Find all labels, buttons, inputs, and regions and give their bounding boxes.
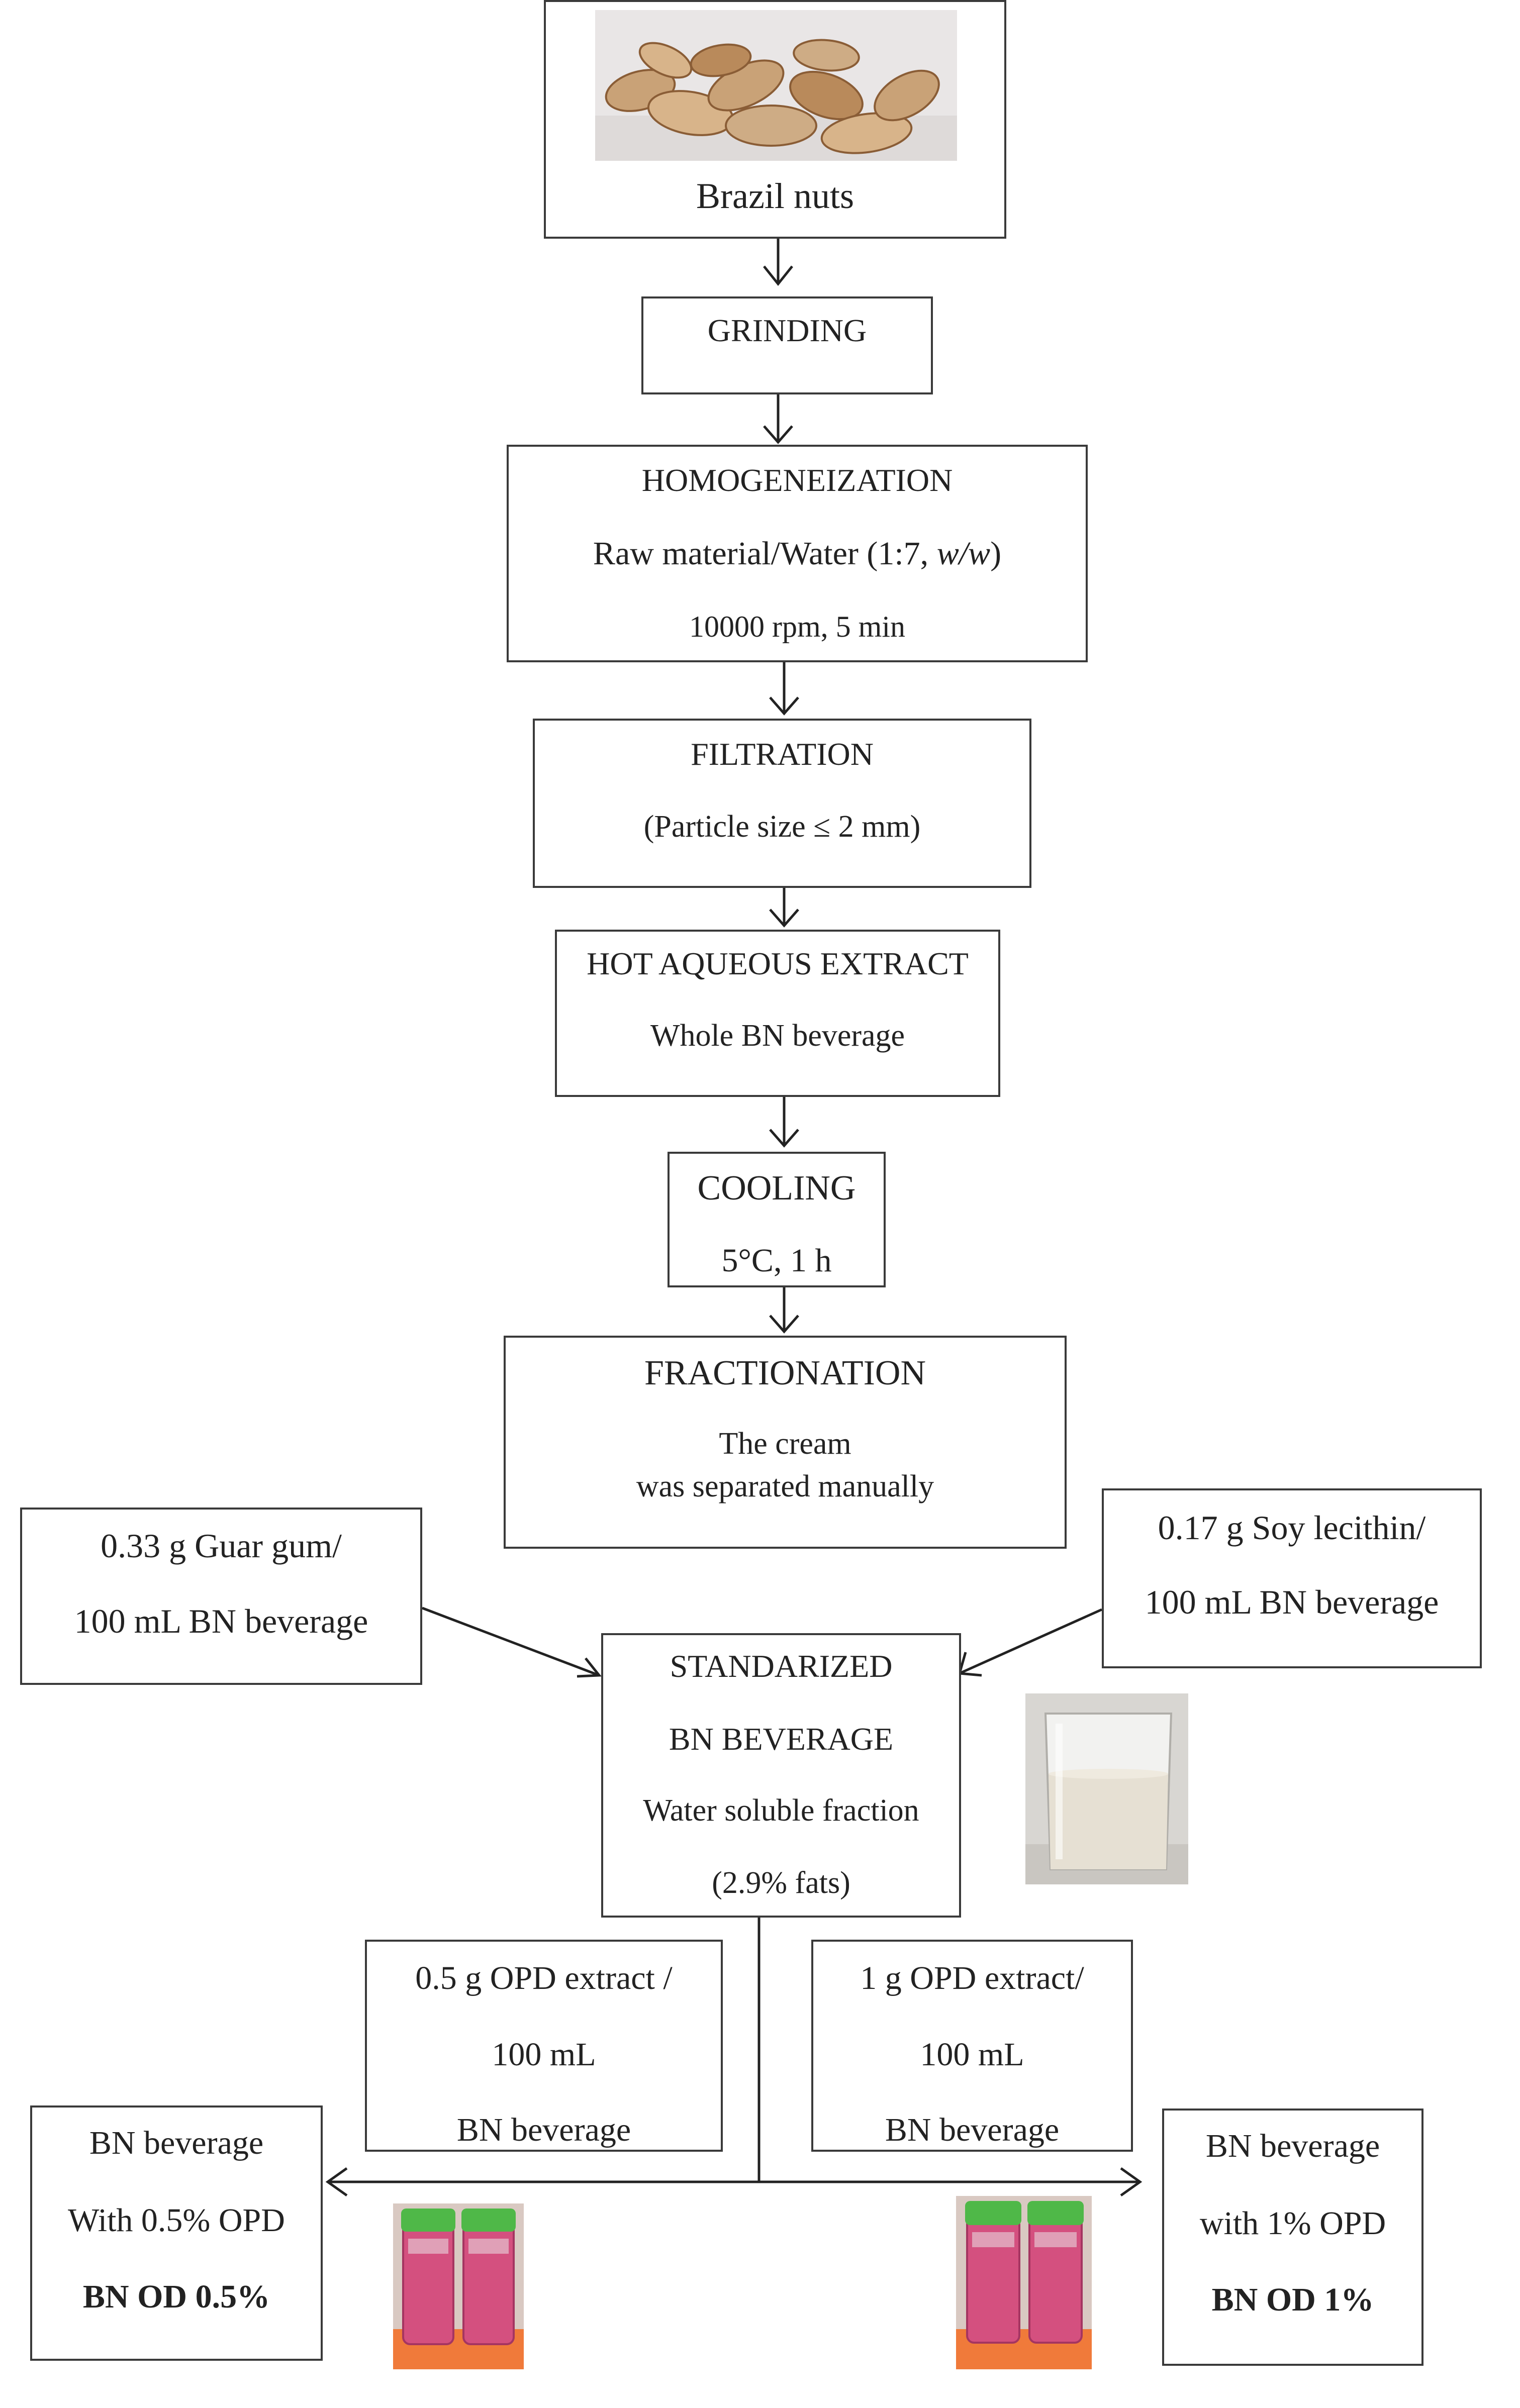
fractionation-title: FRACTIONATION: [644, 1354, 926, 1392]
result-one-line3: BN OD 1%: [1211, 2281, 1374, 2318]
sample-tubes-photo-half: [393, 2203, 524, 2369]
grinding-title: GRINDING: [707, 313, 867, 348]
fractionation-line1: The cream: [719, 1427, 851, 1461]
beaker-photo: [1025, 1693, 1188, 1884]
homogenization-speed: 10000 rpm, 5 min: [689, 610, 905, 643]
result-one-line1: BN beverage: [1205, 2128, 1380, 2164]
extract-detail: Whole BN beverage: [650, 1019, 905, 1053]
standardized-line2: BN BEVERAGE: [669, 1721, 894, 1757]
guar-line1: 0.33 g Guar gum/: [101, 1527, 342, 1565]
brazil-nuts-photo: [595, 10, 957, 161]
opd-one-gram-box: 1 g OPD extract/ 100 mL BN beverage: [811, 1940, 1133, 2152]
opd-half-gram-box: 0.5 g OPD extract / 100 mL BN beverage: [365, 1940, 723, 2152]
soy-line2: 100 mL BN beverage: [1145, 1583, 1439, 1621]
homogenization-ratio: Raw material/Water (1:7, w/w): [593, 535, 1002, 572]
arrow-guar-to-standardized: [422, 1607, 600, 1677]
filtration-step: FILTRATION (Particle size ≤ 2 mm): [533, 719, 1031, 888]
result-half-line1: BN beverage: [89, 2125, 264, 2161]
guar-gum-box: 0.33 g Guar gum/ 100 mL BN beverage: [20, 1508, 422, 1685]
sample-tubes-photo-one: [956, 2196, 1092, 2369]
cooling-step: COOLING 5°C, 1 h: [668, 1152, 886, 1287]
result-half-line3: BN OD 0.5%: [82, 2278, 270, 2315]
arrow-soy-to-standardized: [959, 1608, 1103, 1675]
fractionation-line2: was separated manually: [636, 1469, 934, 1503]
guar-line2: 100 mL BN beverage: [74, 1602, 368, 1640]
filtration-detail: (Particle size ≤ 2 mm): [643, 810, 921, 844]
hot-aqueous-extract-step: HOT AQUEOUS EXTRACT Whole BN beverage: [555, 930, 1000, 1097]
homogenization-step: HOMOGENEIZATION Raw material/Water (1:7,…: [507, 445, 1088, 662]
opd-one-line3: BN beverage: [885, 2112, 1060, 2148]
brazil-nuts-box: Brazil nuts: [544, 0, 1006, 239]
fractionation-step: FRACTIONATION The cream was separated ma…: [504, 1336, 1067, 1549]
standardized-line4: (2.9% fats): [712, 1866, 850, 1900]
standardized-line3: Water soluble fraction: [643, 1793, 919, 1828]
opd-half-line1: 0.5 g OPD extract /: [415, 1960, 673, 1996]
homogenization-title: HOMOGENEIZATION: [641, 462, 953, 498]
grinding-step: GRINDING: [641, 296, 933, 394]
cooling-title: COOLING: [697, 1169, 856, 1208]
standardized-line1: STANDARIZED: [670, 1648, 893, 1684]
filtration-title: FILTRATION: [691, 736, 874, 772]
opd-half-line3: BN beverage: [456, 2112, 631, 2148]
opd-one-line1: 1 g OPD extract/: [860, 1960, 1084, 1996]
brazil-nuts-label: Brazil nuts: [696, 176, 854, 216]
result-one-percent-box: BN beverage with 1% OPD BN OD 1%: [1162, 2109, 1423, 2366]
result-half-line2: With 0.5% OPD: [68, 2202, 285, 2239]
opd-one-line2: 100 mL: [920, 2036, 1024, 2073]
extract-title: HOT AQUEOUS EXTRACT: [587, 946, 969, 981]
soy-lecithin-box: 0.17 g Soy lecithin/ 100 mL BN beverage: [1102, 1488, 1482, 1668]
opd-half-line2: 100 mL: [492, 2036, 596, 2073]
result-half-percent-box: BN beverage With 0.5% OPD BN OD 0.5%: [30, 2105, 323, 2361]
result-one-line2: with 1% OPD: [1199, 2205, 1386, 2242]
standardized-beverage-step: STANDARIZED BN BEVERAGE Water soluble fr…: [601, 1633, 961, 1918]
cooling-detail: 5°C, 1 h: [721, 1242, 832, 1279]
soy-line1: 0.17 g Soy lecithin/: [1158, 1509, 1426, 1547]
